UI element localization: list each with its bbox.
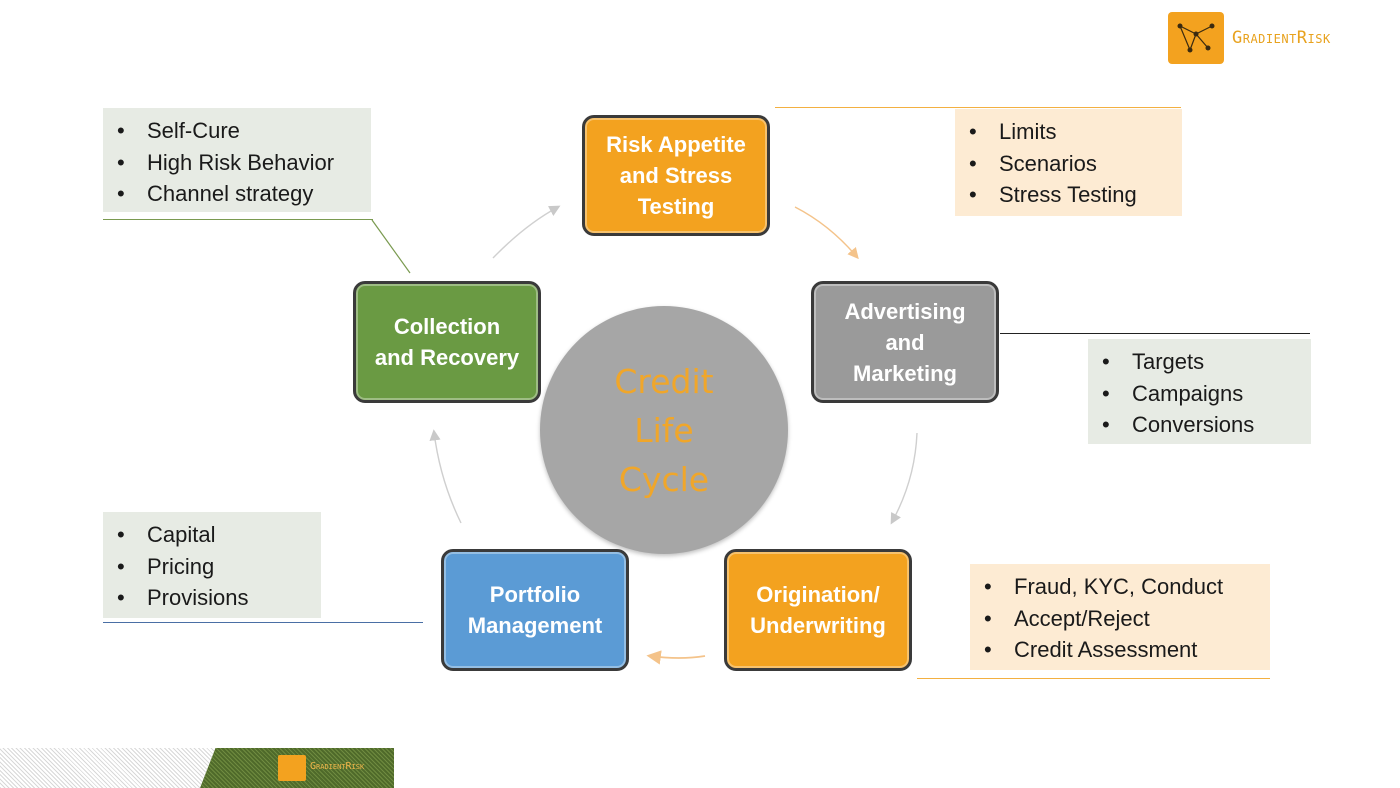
list-item: •Campaigns (1102, 380, 1244, 406)
callout-collection-underline (103, 219, 373, 220)
stage-collection-label: Collection and Recovery (374, 314, 520, 370)
stage-risk-appetite: Risk Appetite and Stress Testing (582, 115, 770, 236)
list-item: •Targets (1102, 349, 1205, 374)
list-item: •Stress Testing (969, 182, 1137, 207)
callout-portfolio-list: •Capital •Pricing •Provisions (113, 519, 321, 614)
network-nodes-icon (1168, 12, 1224, 64)
stage-origination-label: Origination/ Underwriting (750, 582, 886, 638)
arrow-portfolio-to-collection (429, 429, 462, 524)
list-item: •Pricing (117, 553, 215, 579)
callout-collection-list: •Self-Cure •High Risk Behavior •Channel … (113, 115, 371, 210)
footer-logo-icon (278, 755, 306, 781)
callout-risk-appetite-list: •Limits •Scenarios •Stress Testing (965, 116, 1182, 211)
stage-advertising: Advertising and Marketing (811, 281, 999, 403)
callout-advertising: •Targets •Campaigns •Conversions (1088, 339, 1311, 444)
arrow-advertising-to-origination (890, 432, 918, 525)
list-item: •Conversions (1102, 412, 1255, 437)
stage-risk-appetite-label: Risk Appetite and Stress Testing (606, 132, 746, 219)
stage-advertising-label: Advertising and Marketing (844, 298, 966, 386)
list-item: •Accept/Reject (984, 605, 1150, 631)
list-item: •Self-Cure (117, 118, 240, 143)
arrow-risk-to-advertising (794, 206, 859, 260)
stage-collection: Collection and Recovery (353, 281, 541, 403)
list-item: •Provisions (117, 585, 249, 610)
list-item: •Scenarios (969, 150, 1097, 176)
callout-risk-appetite-topline (775, 107, 1181, 108)
callout-portfolio-underline (103, 622, 423, 623)
center-label: Credit Life Cycle (614, 361, 714, 499)
collection-leader-line (371, 219, 411, 274)
stage-origination: Origination/ Underwriting (724, 549, 912, 671)
list-item: •Fraud, KYC, Conduct (984, 574, 1224, 599)
logo-text: GradientRisk (1232, 28, 1331, 48)
list-item: •High Risk Behavior (117, 149, 335, 175)
callout-origination-underline (917, 678, 1270, 679)
callout-collection: •Self-Cure •High Risk Behavior •Channel … (103, 108, 371, 212)
callout-advertising-topline (1000, 333, 1310, 334)
list-item: •Credit Assessment (984, 637, 1198, 662)
credit-life-cycle-circle: Credit Life Cycle (540, 306, 788, 554)
list-item: •Capital (117, 522, 216, 547)
gradientrisk-logo: GradientRisk (1168, 12, 1331, 64)
list-item: •Channel strategy (117, 181, 314, 206)
stage-portfolio: Portfolio Management (441, 549, 629, 671)
callout-advertising-list: •Targets •Campaigns •Conversions (1098, 346, 1311, 441)
callout-origination: •Fraud, KYC, Conduct •Accept/Reject •Cre… (970, 564, 1270, 670)
list-item: •Limits (969, 119, 1057, 144)
footer-hatch (0, 748, 218, 788)
stage-portfolio-label: Portfolio Management (467, 582, 603, 638)
footer-logo-text: GradientRisk (310, 761, 365, 772)
callout-risk-appetite: •Limits •Scenarios •Stress Testing (955, 109, 1182, 216)
arrow-origination-to-portfolio (646, 650, 706, 665)
callout-portfolio: •Capital •Pricing •Provisions (103, 512, 321, 618)
callout-origination-list: •Fraud, KYC, Conduct •Accept/Reject •Cre… (980, 571, 1270, 666)
arrow-collection-to-risk (492, 205, 561, 259)
